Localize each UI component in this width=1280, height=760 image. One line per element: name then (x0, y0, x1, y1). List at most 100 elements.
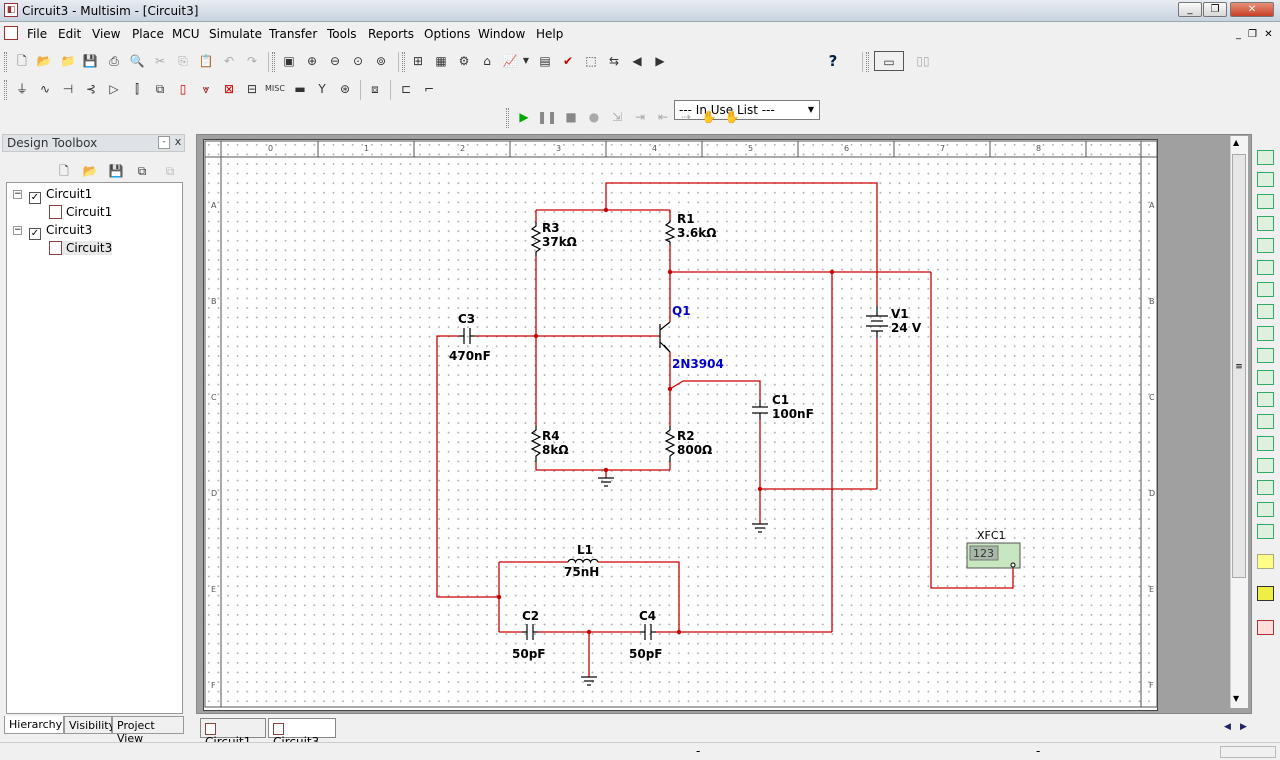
design-toolbox-icon[interactable]: ⊞ (412, 54, 424, 68)
run-to-cursor-icon[interactable]: ⇢ (680, 110, 692, 124)
pause-simulation-icon[interactable]: ❚❚ (537, 110, 558, 124)
tab-circuit1[interactable]: Circuit1 (200, 718, 266, 749)
create-component-icon[interactable]: ⌂ (483, 54, 491, 68)
minimize-panel-icon[interactable]: - (158, 136, 170, 149)
tree-item-circuit3-sheet[interactable]: Circuit3 (49, 241, 113, 255)
new-design-icon[interactable]: 🗋 (59, 164, 69, 178)
ultiboard-icon[interactable]: ▭ (874, 51, 904, 71)
tab-visibility[interactable]: Visibility (64, 716, 115, 734)
step-into-icon[interactable]: ⇲ (611, 110, 623, 124)
place-indicator-icon[interactable]: ⊠ (223, 82, 235, 96)
database-manager-icon[interactable]: ⚙ (458, 54, 470, 68)
tree-item-circuit3[interactable]: ✓Circuit3 (29, 223, 93, 240)
checkbox-icon[interactable]: ✓ (29, 228, 41, 240)
minimize-button[interactable]: _ (1178, 2, 1202, 17)
place-advanced-peripherals-icon[interactable]: ▬ (294, 82, 306, 96)
chevron-down-icon[interactable]: ▼ (522, 56, 530, 65)
zoom-out-icon[interactable]: ⊖ (329, 54, 341, 68)
function-generator-icon[interactable] (1257, 172, 1274, 187)
place-mcu-icon[interactable]: ⧈ (371, 82, 379, 96)
toolbar-grip[interactable] (4, 52, 7, 72)
tree-item-circuit1-sheet[interactable]: Circuit1 (49, 205, 112, 219)
place-cmos-icon[interactable]: ⧉ (155, 82, 165, 96)
place-ttl-icon[interactable]: ⫿ (135, 82, 139, 96)
frequency-counter-icon[interactable] (1257, 282, 1274, 297)
step-out-icon[interactable]: ⇤ (657, 110, 669, 124)
grapher-icon[interactable]: 📈 (502, 54, 518, 68)
place-source-icon[interactable]: ⏚ (15, 82, 28, 96)
chevron-down-icon[interactable]: ▼ (807, 105, 815, 114)
multisim-app-icon[interactable]: ◧ (4, 3, 18, 17)
measurement-probe-icon[interactable] (1257, 554, 1274, 569)
place-misc-icon[interactable]: MISC (265, 84, 285, 93)
tree-item-circuit1[interactable]: ✓Circuit1 (29, 187, 93, 204)
schematic-workspace[interactable] (196, 134, 1252, 714)
menu-mcu[interactable]: MCU (172, 27, 200, 41)
postprocessor-icon[interactable]: ▤ (539, 54, 551, 68)
document-icon[interactable] (4, 26, 18, 40)
transfer-icon[interactable]: ⇆ (608, 54, 620, 68)
collapse-icon[interactable]: − (13, 225, 22, 235)
place-electromechanical-icon[interactable]: ⊛ (339, 82, 351, 96)
collapse-icon[interactable]: − (13, 189, 22, 199)
place-diode-icon[interactable]: ⊣ (62, 82, 74, 96)
fullscreen-icon[interactable]: ▣ (283, 54, 295, 68)
tab-scroll-left-icon[interactable]: ◀ (1224, 722, 1231, 732)
paste-icon[interactable]: 📋 (198, 54, 214, 68)
toolbar-grip[interactable] (866, 52, 869, 72)
agilent-generator-icon[interactable] (1257, 458, 1274, 473)
distortion-analyzer-icon[interactable] (1257, 392, 1274, 407)
help-icon[interactable]: ? (828, 52, 838, 70)
current-probe-icon[interactable] (1257, 620, 1274, 635)
word-generator-icon[interactable] (1257, 304, 1274, 319)
menu-edit[interactable]: Edit (58, 27, 82, 41)
erc-icon[interactable]: ✔ (562, 54, 574, 68)
scrollbar-thumb[interactable]: ≡ (1232, 154, 1246, 578)
checkbox-icon[interactable]: ✓ (29, 192, 41, 204)
delete-design-icon[interactable]: ⧉ (165, 164, 175, 178)
menu-tools[interactable]: Tools (327, 27, 357, 41)
menu-view[interactable]: View (92, 27, 121, 41)
menu-reports[interactable]: Reports (368, 27, 415, 41)
tab-circuit3[interactable]: Circuit3 (268, 718, 336, 749)
toggle-breakpoint-icon[interactable]: ✋ (701, 110, 717, 124)
menu-window[interactable]: Window (478, 27, 526, 41)
place-hierarchical-block-icon[interactable]: ⊏ (400, 82, 412, 96)
mdi-restore-button[interactable]: ❐ (1248, 29, 1257, 40)
schematic-sheet[interactable] (203, 139, 1158, 711)
close-panel-icon[interactable]: x (174, 135, 182, 148)
iv-analyzer-icon[interactable] (1257, 370, 1274, 385)
agilent-multimeter-icon[interactable] (1257, 480, 1274, 495)
oscilloscope-icon[interactable] (1257, 216, 1274, 231)
restore-button[interactable]: ❐ (1203, 2, 1227, 17)
back-annotate-icon[interactable]: ◀ (632, 54, 642, 68)
region-select-icon[interactable]: ⬚ (585, 54, 597, 68)
close-button[interactable]: ✕ (1230, 2, 1274, 17)
place-transistor-icon[interactable]: ⊰ (85, 82, 97, 96)
place-mixed-icon[interactable]: ⩔ (202, 82, 210, 96)
close-design-icon[interactable]: ⧉ (137, 164, 147, 178)
vertical-scrollbar[interactable]: ▲ ≡ ▼ (1230, 136, 1248, 708)
agilent-oscilloscope-icon[interactable] (1257, 502, 1274, 517)
logic-converter-icon[interactable] (1257, 348, 1274, 363)
spreadsheet-icon[interactable]: ▦ (435, 54, 447, 68)
logic-analyzer-icon[interactable] (1257, 326, 1274, 341)
copy-icon[interactable]: ⎘ (178, 54, 188, 68)
tab-project-view[interactable]: Project View (112, 716, 184, 745)
toolbar-grip[interactable] (272, 52, 275, 72)
open-sample-icon[interactable]: 📁 (60, 54, 76, 68)
menu-simulate[interactable]: Simulate (209, 27, 263, 41)
stop-simulation-icon[interactable]: ■ (565, 110, 577, 124)
menu-place[interactable]: Place (132, 27, 164, 41)
toolbar-grip[interactable] (506, 108, 509, 128)
redo-icon[interactable]: ↷ (246, 54, 258, 68)
mdi-close-button[interactable]: ✕ (1264, 29, 1273, 40)
in-use-list-dropdown[interactable]: --- In Use List --- ▼ (674, 100, 820, 120)
place-bus-icon[interactable]: ⌐ (423, 82, 435, 96)
tab-hierarchy[interactable]: Hierarchy (4, 716, 64, 734)
resize-grip[interactable] (1220, 746, 1276, 758)
menu-transfer[interactable]: Transfer (269, 27, 318, 41)
pause-toggle-icon[interactable]: ▯▯ (916, 54, 930, 68)
cut-icon[interactable]: ✂ (154, 54, 166, 68)
zoom-in-icon[interactable]: ⊕ (306, 54, 318, 68)
